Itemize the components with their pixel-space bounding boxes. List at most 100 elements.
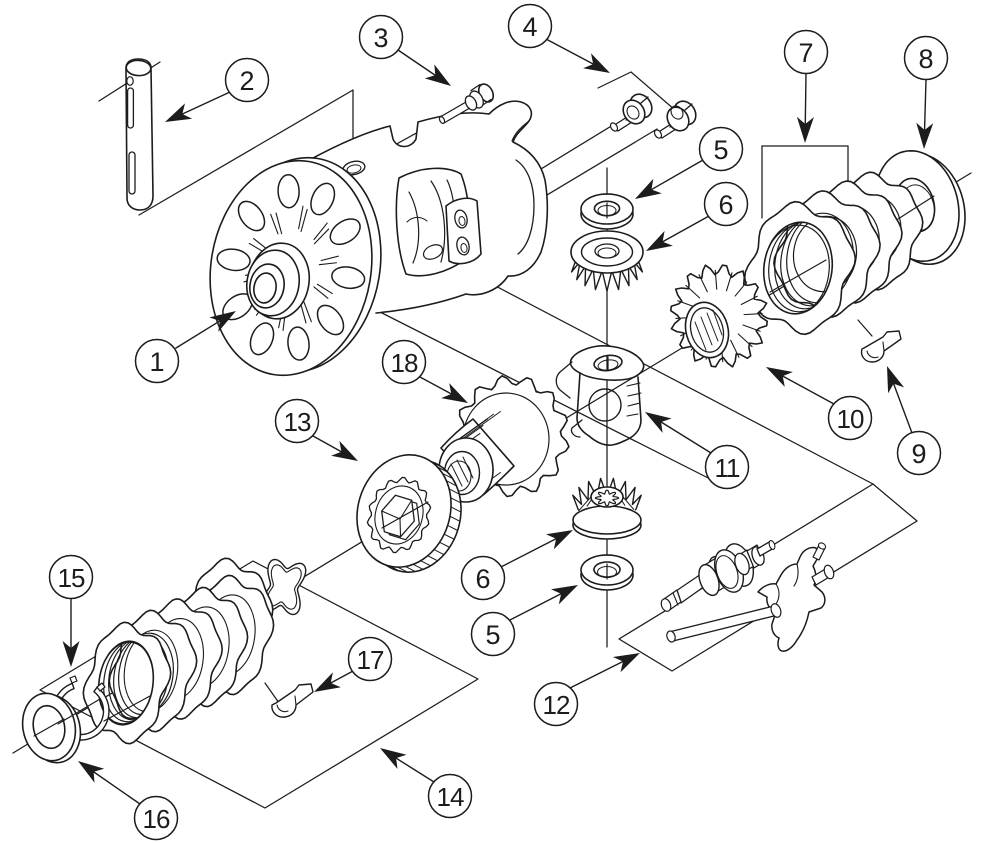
leader-arrowhead [165,103,193,122]
callout-1-0: 1 [134,311,236,384]
balloon-number: 10 [837,404,864,434]
part-6-side-gear-lower [572,477,642,540]
balloon-number: 9 [911,439,926,469]
part-3-set-screw [438,83,495,124]
balloon-number: 17 [357,645,384,675]
part-10-bevel-gear [670,264,768,368]
balloon-circle [704,444,750,490]
callout-9-8: 9 [887,366,942,476]
leader-arrowhead [546,530,573,550]
leader-arrowhead [766,367,793,387]
leader-arrowhead [62,641,80,667]
balloon-circle [224,57,270,103]
balloon-number: 6 [475,564,490,594]
callout-8-7: 8 [903,35,949,149]
leader-arrowhead [441,383,468,403]
part-14-clutch-pack-left [82,557,307,745]
balloon-circle [896,430,942,476]
balloon-circle [698,126,744,172]
leader-arrowhead [635,178,662,199]
part-12-pinion-shaft-assembly [660,540,835,652]
balloon-circle [381,339,427,385]
balloon-number: 4 [522,12,537,42]
balloon-circle [470,611,516,657]
balloon-number: 18 [391,348,418,378]
balloon-number: 11 [715,453,741,483]
leader-arrowhead [551,585,578,605]
leader-arrowhead [645,412,672,433]
leader-arrowhead [796,116,814,143]
callout-17-16: 17 [314,636,393,692]
balloon-circle [783,29,829,75]
balloon-circle [427,773,473,819]
balloon-circle [460,555,506,601]
balloon-circle [533,681,579,727]
part-13-splined-plate [356,454,462,573]
balloon-circle [358,14,404,60]
leader-arrowhead [78,761,105,783]
balloon-circle [703,181,749,227]
part-4-bolts [609,93,697,139]
balloon-circle [48,554,94,600]
balloon-number: 13 [284,407,311,437]
leader-arrowhead [209,311,236,332]
balloon-number: 5 [713,135,728,165]
part-17-retainer-clip [271,683,314,718]
callout-14-13: 14 [380,748,473,819]
balloon-number: 8 [918,44,933,74]
part-16-washer [21,692,82,764]
part-1-differential-case [209,100,549,377]
callout-7-6: 7 [783,29,829,143]
part-2-lock-pin [125,58,154,211]
callout-11-10: 11 [645,412,750,490]
balloon-circle [347,636,393,682]
balloon-number: 12 [543,690,570,720]
part-7-clutch-pack-right [743,171,924,336]
axis-overlays [33,195,935,737]
balloon-number: 7 [798,38,813,68]
callout-15-14: 15 [48,554,94,667]
callout-5-18: 5 [470,585,578,657]
callout-13-12: 13 [274,398,358,461]
callout-5-4: 5 [635,126,744,199]
callout-2-1: 2 [165,57,270,122]
balloon-number: 14 [437,782,464,812]
callout-10-9: 10 [766,367,873,441]
balloon-circle [133,795,179,841]
balloon-circle [274,398,320,444]
callout-12-11: 12 [533,653,640,727]
leader-arrowhead [331,440,358,461]
callout-16-15: 16 [78,761,179,841]
balloon-circle [827,395,873,441]
leader-arrowhead [646,230,673,251]
leader-arrowhead [887,366,905,394]
callout-3-2: 3 [358,14,451,86]
balloon-circle [903,35,949,81]
balloon-number: 6 [718,190,733,220]
leader-arrowhead [314,672,341,692]
callout-4-3: 4 [507,3,610,73]
part-15-snap-ring [52,675,110,741]
leader-arrowhead [380,748,407,769]
leader-arrowhead [612,653,640,673]
leader-arrowhead [424,64,451,86]
balloon-circle [134,338,180,384]
balloon-number: 15 [58,563,85,593]
balloon-number: 1 [149,347,164,377]
balloon-number: 2 [239,66,254,96]
balloon-circle [507,3,553,49]
balloon-number: 3 [373,23,388,53]
balloon-number: 16 [143,804,170,834]
callout-6-5: 6 [646,181,749,251]
callout-6-19: 6 [460,530,573,601]
leader-arrowhead [583,53,610,73]
leader-arrowhead [916,122,934,149]
bolt [609,93,653,132]
part-11-cross-spacer [555,345,645,446]
part-6-side-gear-upper [570,230,644,292]
bolt [653,100,697,139]
part-9-retainer-clip [860,330,902,363]
